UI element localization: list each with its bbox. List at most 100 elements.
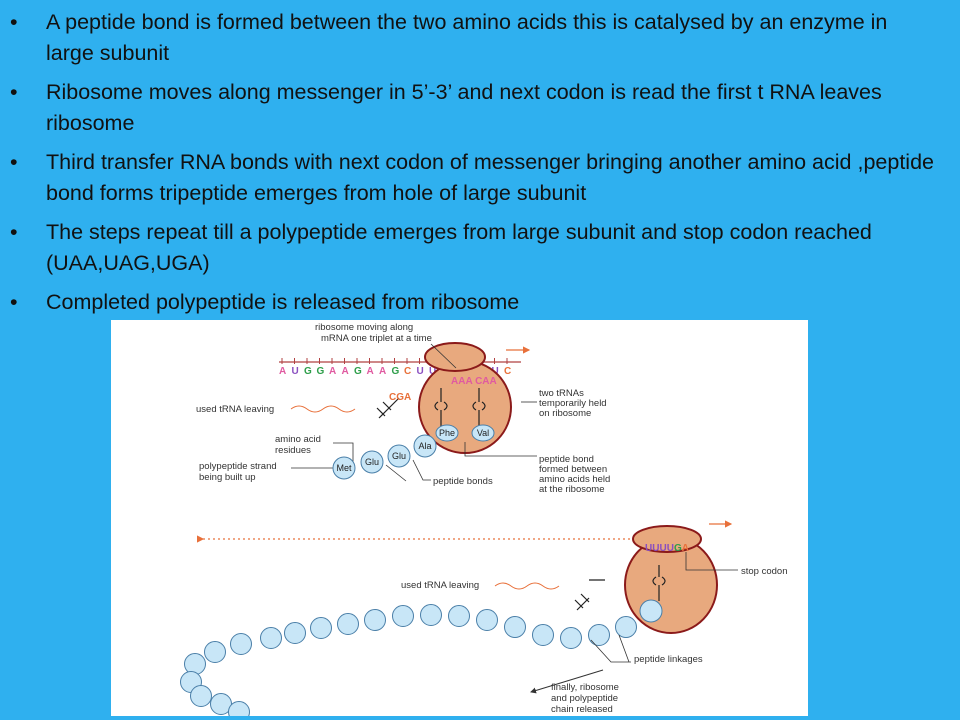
translation-figure: AUGGAAGAAGCUUUUGUUC AAA CAA Phe Val ribo… [111, 320, 808, 716]
label-polypeptide-2: being built up [199, 472, 256, 483]
bullet-item: • Third transfer RNA bonds with next codo… [0, 147, 960, 209]
bullet-text: Completed polypeptide is released from r… [46, 290, 520, 314]
svg-text:Glu: Glu [392, 451, 406, 461]
label-ribosome-moving-1: ribosome moving along [315, 322, 413, 333]
amino-acid-bead [476, 609, 498, 631]
leader-line [385, 459, 431, 482]
amino-acid-bead [639, 599, 663, 623]
label-two-trnas-3: on ribosome [539, 408, 591, 419]
trna-path-top [290, 405, 356, 413]
release-arrow [530, 669, 604, 694]
mrna-nucleotide: C [504, 366, 511, 377]
leader-line [464, 442, 537, 457]
amino-acid-bead [260, 627, 282, 649]
bullet-item: • Ribosome moves along messenger in 5’-3’… [0, 77, 960, 139]
mrna-nucleotide: G [304, 366, 312, 377]
mrna-nucleotide: A [279, 366, 286, 377]
label-released-1: finally, ribosome [551, 682, 619, 693]
label-peptide-bond-3: amino acids held [539, 474, 610, 485]
leader-line [430, 343, 457, 369]
amino-acid-bead [588, 624, 610, 646]
svg-text:Val: Val [477, 428, 489, 438]
bullet-list: • A peptide bond is formed between the tw… [0, 0, 960, 326]
mrna-nucleotide: G [317, 366, 325, 377]
label-released-2: and polypeptide [551, 693, 618, 704]
mrna-nucleotide: U [417, 366, 424, 377]
label-amino-acid-2: residues [275, 445, 311, 456]
amino-acid-phe: Phe [435, 424, 459, 442]
bullet-dot: • [10, 220, 18, 244]
amino-acid-bead [532, 624, 554, 646]
amino-acid-val: Val [471, 424, 495, 442]
svg-text:Met: Met [336, 463, 352, 473]
bullet-dot: • [10, 150, 18, 174]
amino-acid-bead [392, 605, 414, 627]
trna-path-bottom [494, 582, 560, 590]
amino-acid-bead [204, 641, 226, 663]
mrna-nucleotide: A [329, 366, 336, 377]
label-amino-acid-1: amino acid [275, 434, 321, 445]
label-two-trnas-1: two tRNAs [539, 388, 584, 399]
label-peptide-bonds: peptide bonds [433, 476, 493, 487]
label-used-trna-bottom: used tRNA leaving [401, 580, 479, 591]
leader-line [685, 552, 738, 571]
amino-acid-bead [230, 633, 252, 655]
mrna-nucleotide: A [342, 366, 349, 377]
bullet-dot: • [10, 290, 18, 314]
mrna-nucleotide: U [292, 366, 299, 377]
ribosome-top [418, 342, 512, 454]
trna-icon [652, 565, 666, 601]
amino-acid-glu: Glu [387, 444, 411, 468]
bullet-text: A peptide bond is formed between the two… [46, 10, 888, 65]
label-polypeptide-1: polypeptide strand [199, 461, 277, 472]
amino-acid-bead [284, 622, 306, 644]
label-two-trnas-2: temporarily held [539, 398, 607, 409]
bullet-text: Ribosome moves along messenger in 5’-3’ … [46, 80, 882, 135]
bullet-item: • The steps repeat till a polypeptide eme… [0, 217, 960, 279]
label-released-3: chain released [551, 704, 613, 715]
amino-acid-bead [420, 604, 442, 626]
leaving-anticodon: CGA [389, 392, 411, 403]
amino-acid-bead [228, 701, 250, 716]
bullet-text: The steps repeat till a polypeptide emer… [46, 220, 872, 275]
svg-text:Glu: Glu [365, 457, 379, 467]
amino-acid-bead [504, 616, 526, 638]
label-used-trna-top: used tRNA leaving [196, 404, 274, 415]
bullet-text: Third transfer RNA bonds with next codon… [46, 150, 934, 205]
bullet-dot: • [10, 10, 18, 34]
bullet-dot: • [10, 80, 18, 104]
bullet-item: • A peptide bond is formed between the tw… [0, 7, 960, 69]
mrna-nucleotide: A [379, 366, 386, 377]
mrna-nucleotide: G [354, 366, 362, 377]
amino-acid-bead [310, 617, 332, 639]
amino-acid-bead [560, 627, 582, 649]
amino-acid-bead [337, 613, 359, 635]
stop-codon-sequence: UUUUGA [645, 543, 689, 554]
svg-text:Phe: Phe [439, 428, 455, 438]
translation-diagram: AUGGAAGAAGCUUUUGUUC AAA CAA Phe Val ribo… [180, 322, 787, 716]
mrna-nucleotide: C [404, 366, 411, 377]
mrna-nucleotide: G [392, 366, 400, 377]
label-peptide-linkages: peptide linkages [634, 654, 703, 665]
mrna-nucleotide: A [367, 366, 374, 377]
amino-acid-met: Met [332, 456, 356, 480]
amino-acid-ala: Ala [413, 434, 437, 458]
label-ribosome-moving-2: mRNA one triplet at a time [321, 333, 432, 344]
amino-acid-bead [448, 605, 470, 627]
leader-line [590, 634, 631, 663]
label-peptide-bond-1: peptide bond [539, 454, 594, 465]
label-peptide-bond-2: formed between [539, 464, 607, 475]
label-peptide-bond-4: at the ribosome [539, 484, 604, 495]
trna-icon [434, 388, 486, 428]
mrna-nucleotide: U [429, 366, 436, 377]
svg-text:Ala: Ala [418, 441, 431, 451]
bullet-item: • Completed polypeptide is released from … [0, 287, 960, 318]
amino-acid-glu: Glu [360, 450, 384, 474]
amino-acid-bead [190, 685, 212, 707]
polypeptide-chain [180, 604, 637, 716]
amino-acid-bead [184, 653, 206, 675]
label-stop-codon: stop codon [741, 566, 787, 577]
leaving-trna-icon [574, 579, 605, 611]
amino-acid-bead [615, 616, 637, 638]
leaving-trna-icon [376, 397, 400, 419]
